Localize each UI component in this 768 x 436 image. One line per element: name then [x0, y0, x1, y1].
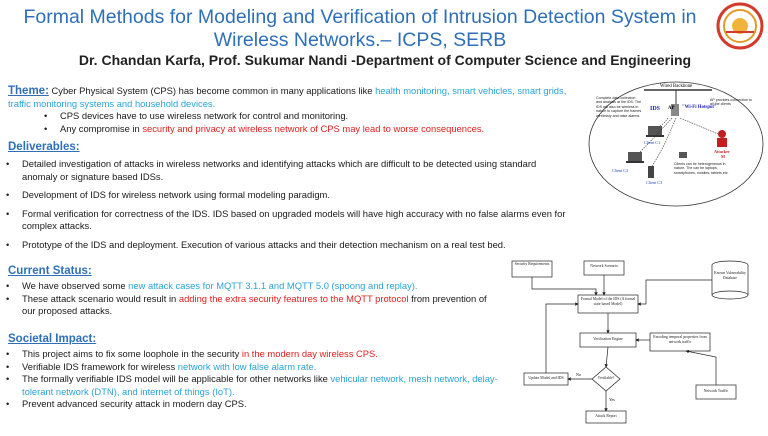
current-status-list: We have observed some new attack cases f… [2, 280, 502, 318]
note-bottom: Clients can be heterogeneous in nature. … [674, 162, 729, 175]
theme-text-a: Cyber Physical System (CPS) has become c… [48, 85, 376, 96]
status-text-2c: from prevention of our proposed attacks. [22, 292, 487, 317]
phone-icon [648, 166, 654, 178]
status-text-1b: new attack cases for MQTT 3.1.1 and MQTT… [128, 280, 418, 291]
societal-text-1b: in the modern day wireless CPS. [241, 348, 378, 359]
list-item: Prototype of the IDS and deployment. Exe… [2, 239, 574, 252]
societal-text-2b: network with low false alarm rate. [177, 360, 317, 372]
client-c1-label: Client C1 [644, 140, 660, 145]
ids-label: IDS [650, 106, 661, 112]
list-item: We have observed some new attack cases f… [2, 280, 502, 293]
verification-engine-label: Verification Engine [593, 337, 623, 341]
societal-text-3a: The formally verifiable IDS model will b… [22, 373, 331, 384]
title-line-2: Wireless Networks.– ICPS, SERB [213, 29, 507, 51]
societal-text-1a: This project aims to fix some loophole i… [22, 348, 242, 359]
note-left: Complete data collection and analysis at… [596, 96, 642, 118]
theme-bullet-2a: Any compromise in [60, 122, 143, 134]
theme-bullets: CPS devices have to use wireless network… [8, 110, 586, 135]
status-text-2b: adding the extra security features to th… [178, 292, 409, 304]
yes-label: Yes [609, 397, 615, 402]
attacker-sub-label: M [721, 154, 725, 159]
laptop-icon [679, 152, 687, 158]
network-traffic-label: Network Traffic [703, 389, 729, 393]
theme-bullet-2b: security and privacy at wireless network… [142, 122, 485, 134]
backbone-label: Wired Backbone [660, 84, 692, 89]
authors: Dr. Chandan Karfa, Prof. Sukumar Nandi -… [78, 52, 692, 68]
ap-label: AP [668, 106, 674, 111]
societal-list: This project aims to fix some loophole i… [2, 348, 502, 411]
institute-logo [716, 2, 764, 50]
list-item: Any compromise in security and privacy a… [8, 123, 586, 136]
theme-text-b: health monitoring, smart vehicles, smart… [8, 85, 567, 109]
ids-flow-diagram: Security Requirements Network Scenario K… [506, 255, 766, 431]
attacker-icon [718, 130, 726, 138]
poster-title: Formal Methods for Modeling and Verifica… [0, 6, 720, 52]
encoding-label: Encoding temporal properties from networ… [653, 335, 707, 344]
update-model-label: Update Model and IDS [528, 376, 564, 380]
societal-text-3b: vehicular network, mesh network, delay-t… [22, 373, 498, 397]
attacker-label: Attacker [714, 149, 730, 154]
theme-bullet-1: CPS devices have to use wireless network… [60, 110, 349, 121]
status-text-2a: These attack scenario would result in [22, 292, 179, 304]
laptop-icon [628, 152, 642, 161]
list-item: Detailed investigation of attacks in wir… [2, 158, 574, 183]
attack-report-label: Attack Report [595, 414, 617, 418]
hotspot-label: "Wi-Fi Hotspot" [682, 105, 717, 110]
list-item: Verifiable IDS framework for wireless ne… [2, 361, 502, 374]
network-scenario-label: Network Scenario [590, 264, 618, 268]
deliverables-heading: Deliverables: [8, 141, 80, 153]
list-item: Development of IDS for wireless network … [2, 189, 574, 202]
list-item: These attack scenario would result in ad… [2, 293, 502, 318]
vulnerability-db-label: Known Vulnerability Database [713, 271, 747, 280]
title-line-1: Formal Methods for Modeling and Verifica… [23, 6, 697, 28]
societal-heading: Societal Impact: [8, 333, 97, 345]
status-text-1a: We have observed some [22, 280, 129, 291]
theme-heading: Theme: [8, 85, 49, 97]
client-c3-label: Client C3 [646, 180, 662, 185]
list-item: Formal verification for correctness of t… [2, 208, 574, 233]
deliverables-list: Detailed investigation of attacks in wir… [2, 158, 574, 257]
security-requirements-label: Security Requirements [514, 262, 550, 266]
list-item: Prevent advanced security attack in mode… [2, 398, 502, 411]
verifiable-label: Verifiable? [597, 376, 615, 380]
note-right: AP provides connection to all the client… [710, 98, 752, 107]
societal-text-2a: Verifiable IDS framework for wireless [22, 360, 178, 372]
current-status-heading: Current Status: [8, 265, 92, 277]
list-item: This project aims to fix some loophole i… [2, 348, 502, 361]
access-point-icon [671, 104, 679, 116]
formal-model-label: Formal Model of the IDS (A formal state … [580, 297, 636, 306]
encoding-box [649, 332, 711, 352]
laptop-icon [648, 126, 662, 135]
client-c2-label: Client C2 [612, 168, 628, 173]
list-item: CPS devices have to use wireless network… [8, 110, 586, 123]
list-item: The formally verifiable IDS model will b… [2, 373, 502, 398]
network-figure: Wired Backbone AP IDS "Wi-Fi Hotspot" Co… [584, 78, 764, 208]
theme-section: Theme: Cyber Physical System (CPS) has b… [8, 85, 586, 135]
no-label: No [576, 372, 581, 377]
